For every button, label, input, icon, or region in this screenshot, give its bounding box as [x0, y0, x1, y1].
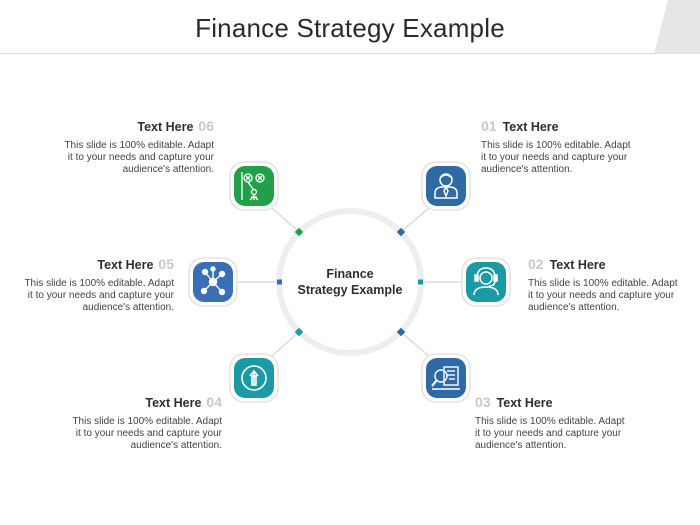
item-03-desc-line: audience's attention.	[475, 440, 567, 451]
node-06	[229, 161, 279, 211]
node-05	[188, 257, 238, 307]
item-05-description: This slide is 100% editable. Adapt it to…	[14, 278, 174, 314]
item-06-description: This slide is 100% editable. Adapt it to…	[54, 140, 214, 176]
strategy-board-icon	[241, 172, 265, 201]
center-label-line2: Strategy Example	[297, 283, 403, 297]
page-title: Finance Strategy Example	[195, 13, 505, 43]
item-06-heading: Text Here 06	[54, 118, 214, 134]
connector-dot-03	[396, 327, 406, 337]
node-04	[229, 353, 279, 403]
header-divider	[0, 53, 700, 54]
connector-dot-06	[294, 227, 304, 237]
item-03-desc-line: This slide is 100% editable. Adapt	[475, 416, 625, 427]
item-02-title: Text Here	[549, 258, 606, 272]
item-06-desc-line: it to your needs and capture your	[67, 152, 214, 163]
item-04-description: This slide is 100% editable. Adapt it to…	[62, 416, 222, 452]
item-02-heading: 02 Text Here	[528, 256, 688, 272]
item-06-number: 06	[198, 118, 214, 134]
item-06-desc-line: audience's attention.	[122, 164, 214, 175]
businessman-icon	[434, 173, 458, 199]
item-03-number: 03	[475, 394, 491, 410]
network-nodes-icon	[200, 266, 226, 296]
item-05: Text Here 05 This slide is 100% editable.…	[14, 256, 174, 314]
item-02-description: This slide is 100% editable. Adapt it to…	[528, 278, 688, 314]
item-03-heading: 03 Text Here	[475, 394, 635, 410]
center-label: Finance Strategy Example	[290, 266, 410, 298]
item-05-desc-line: This slide is 100% editable. Adapt	[24, 278, 174, 289]
connector-dot-05	[277, 279, 282, 285]
center-label-line1: Finance	[326, 267, 374, 281]
item-02-number: 02	[528, 256, 544, 272]
item-04: Text Here 04 This slide is 100% editable.…	[62, 394, 222, 452]
item-01-desc-line: it to your needs and capture your	[481, 152, 628, 163]
item-04-desc-line: audience's attention.	[130, 440, 222, 451]
node-02	[461, 257, 511, 307]
item-05-desc-line: it to your needs and capture your	[27, 290, 174, 301]
customer-support-icon	[473, 267, 499, 296]
item-05-heading: Text Here 05	[14, 256, 174, 272]
header-corner-tab	[654, 0, 700, 54]
item-06-desc-line: This slide is 100% editable. Adapt	[64, 140, 214, 151]
item-02-desc-line: it to your needs and capture your	[528, 290, 675, 301]
connector-dot-04	[294, 327, 304, 337]
item-04-number: 04	[206, 394, 222, 410]
node-01	[421, 161, 471, 211]
item-01-desc-line: This slide is 100% editable. Adapt	[481, 140, 631, 151]
upload-arrow-icon	[241, 365, 267, 391]
item-01-number: 01	[481, 118, 497, 134]
connector-dot-02	[418, 279, 423, 285]
item-01-heading: 01 Text Here	[481, 118, 641, 134]
item-04-heading: Text Here 04	[62, 394, 222, 410]
item-04-desc-line: This slide is 100% editable. Adapt	[72, 416, 222, 427]
item-03-desc-line: it to your needs and capture your	[475, 428, 622, 439]
item-01-description: This slide is 100% editable. Adapt it to…	[481, 140, 641, 176]
node-03	[421, 353, 471, 403]
item-04-title: Text Here	[145, 396, 202, 410]
item-01-desc-line: audience's attention.	[481, 164, 573, 175]
item-01: 01 Text Here This slide is 100% editable.…	[481, 118, 641, 176]
item-03-description: This slide is 100% editable. Adapt it to…	[475, 416, 635, 452]
item-03: 03 Text Here This slide is 100% editable.…	[475, 394, 635, 452]
item-03-title: Text Here	[496, 396, 553, 410]
item-05-title: Text Here	[97, 258, 154, 272]
item-05-desc-line: audience's attention.	[82, 302, 174, 313]
item-05-number: 05	[158, 256, 174, 272]
item-02-desc-line: audience's attention.	[528, 302, 620, 313]
item-06-title: Text Here	[137, 120, 194, 134]
item-01-title: Text Here	[502, 120, 559, 134]
header-bar: Finance Strategy Example	[0, 0, 700, 54]
item-02-desc-line: This slide is 100% editable. Adapt	[528, 278, 678, 289]
item-06: Text Here 06 This slide is 100% editable.…	[54, 118, 214, 176]
item-02: 02 Text Here This slide is 100% editable.…	[528, 256, 688, 314]
item-04-desc-line: it to your needs and capture your	[75, 428, 222, 439]
connector-dot-01	[396, 227, 406, 237]
document-magnifier-icon	[431, 366, 460, 390]
